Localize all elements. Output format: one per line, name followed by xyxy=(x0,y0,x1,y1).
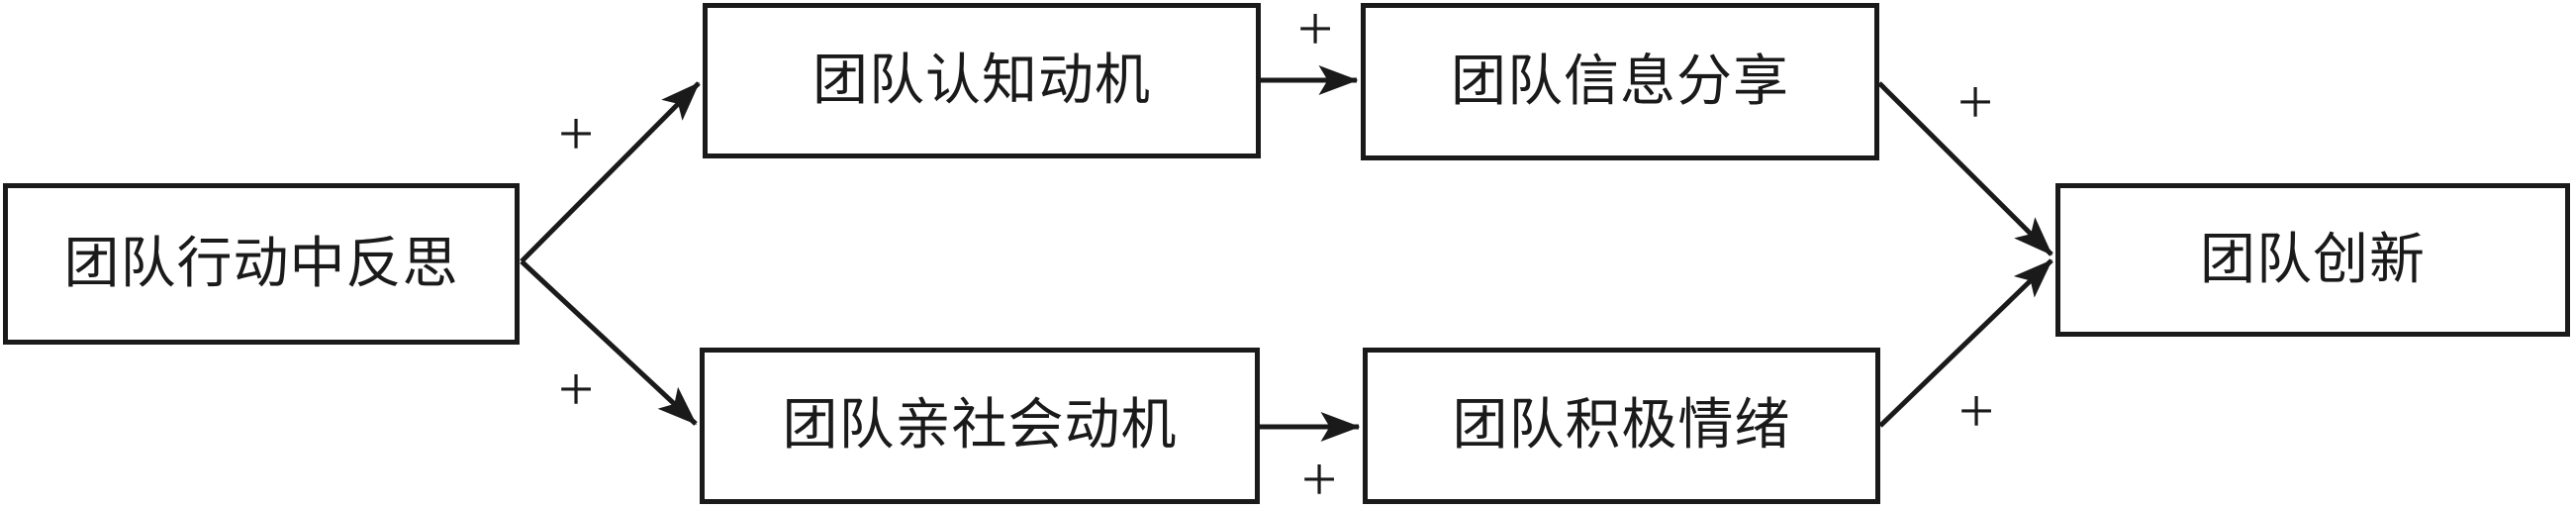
edge-sign-cognitive-to-information-sharing: + xyxy=(1296,0,1334,63)
node-team-information-sharing: 团队信息分享 xyxy=(1361,3,1879,160)
edge-sign-reflexivity-to-prosocial: + xyxy=(557,354,595,424)
edge-sign-information-sharing-to-innovation: + xyxy=(1956,66,1994,137)
node-label: 团队认知动机 xyxy=(812,50,1151,112)
node-team-positive-emotion: 团队积极情绪 xyxy=(1363,348,1880,504)
edge-sign-reflexivity-to-cognitive: + xyxy=(557,98,595,168)
node-label: 团队积极情绪 xyxy=(1452,395,1791,457)
node-label: 团队行动中反思 xyxy=(63,233,459,295)
node-label: 团队亲社会动机 xyxy=(782,395,1178,457)
edge-reflexivity-to-prosocial-arrow xyxy=(520,259,698,426)
edge-sign-prosocial-to-positive-emotion: + xyxy=(1300,444,1338,509)
edge-sign-positive-emotion-to-innovation: + xyxy=(1957,375,1995,446)
edge-reflexivity-to-cognitive-arrow xyxy=(520,81,701,263)
node-team-cognitive-motivation: 团队认知动机 xyxy=(703,3,1261,158)
node-team-innovation: 团队创新 xyxy=(2055,183,2570,337)
edge-positive-emotion-to-innovation-arrow xyxy=(1878,258,2053,428)
edge-information-sharing-to-innovation-arrow xyxy=(1877,81,2053,256)
node-label: 团队信息分享 xyxy=(1451,51,1789,113)
node-label: 团队创新 xyxy=(2200,229,2426,291)
node-team-prosocial-motivation: 团队亲社会动机 xyxy=(700,348,1260,504)
node-team-reflexivity-in-action: 团队行动中反思 xyxy=(3,183,520,345)
